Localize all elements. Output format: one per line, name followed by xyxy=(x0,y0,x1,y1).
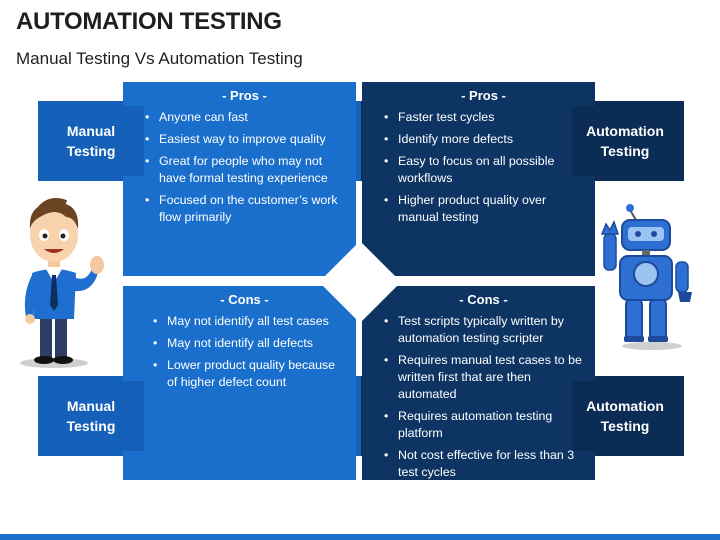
manual-pros-list: Anyone can fast Easiest way to improve q… xyxy=(143,109,346,226)
footer-accent-line xyxy=(0,534,720,540)
page-title: AUTOMATION TESTING xyxy=(16,8,282,35)
list-item: Test scripts typically written by automa… xyxy=(384,313,585,347)
list-item: Anyone can fast xyxy=(145,109,346,126)
list-item: Easy to focus on all possible workflows xyxy=(384,153,585,187)
automation-cons-heading: - Cons - xyxy=(459,292,508,307)
list-item: Great for people who may not have formal… xyxy=(145,153,346,187)
list-item: Higher product quality over manual testi… xyxy=(384,192,585,226)
manual-testing-label-top: Manual Testing xyxy=(38,106,144,176)
robot-icon xyxy=(600,204,692,350)
manual-cons-list: May not identify all test cases May not … xyxy=(143,313,346,391)
automation-pros-heading: - Pros - xyxy=(461,88,506,103)
automation-pros-list: Faster test cycles Identify more defects… xyxy=(382,109,585,226)
list-item: Faster test cycles xyxy=(384,109,585,126)
manual-cons-panel: - Cons - May not identify all test cases… xyxy=(123,286,356,480)
list-item: Requires manual test cases to be written… xyxy=(384,352,585,403)
list-item: Identify more defects xyxy=(384,131,585,148)
list-item: Easiest way to improve quality xyxy=(145,131,346,148)
manual-testing-label-bottom: Manual Testing xyxy=(38,381,144,451)
automation-cons-panel: - Cons - Test scripts typically written … xyxy=(362,286,595,480)
manual-cons-heading: - Cons - xyxy=(220,292,269,307)
automation-pros-panel: - Pros - Faster test cycles Identify mor… xyxy=(362,82,595,276)
list-item: May not identify all defects xyxy=(153,335,346,352)
list-item: Requires automation testing platform xyxy=(384,408,585,442)
businessman-icon xyxy=(20,198,104,368)
list-item: Not cost effective for less than 3 test … xyxy=(384,447,585,481)
manual-pros-heading: - Pros - xyxy=(222,88,267,103)
automation-cons-list: Test scripts typically written by automa… xyxy=(382,313,585,481)
list-item: Focused on the customer’s work flow prim… xyxy=(145,192,346,226)
automation-testing-label-top: Automation Testing xyxy=(572,106,678,176)
list-item: May not identify all test cases xyxy=(153,313,346,330)
manual-pros-panel: - Pros - Anyone can fast Easiest way to … xyxy=(123,82,356,276)
automation-testing-label-bottom: Automation Testing xyxy=(572,381,678,451)
page-subtitle: Manual Testing Vs Automation Testing xyxy=(16,49,303,68)
list-item: Lower product quality because of higher … xyxy=(153,357,346,391)
